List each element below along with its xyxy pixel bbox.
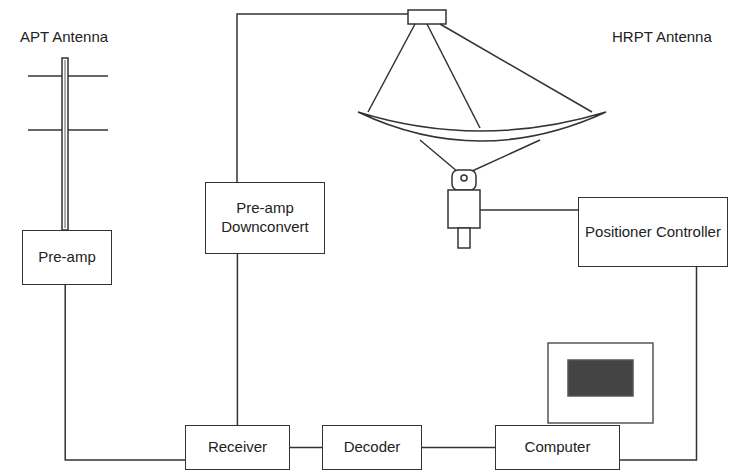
signal-line <box>620 267 697 460</box>
hrpt-antenna <box>358 10 606 248</box>
mount-head <box>452 170 476 190</box>
mount-post <box>458 228 470 248</box>
decoder-box: Decoder <box>322 425 422 470</box>
feed-horn <box>408 10 446 24</box>
box-label: Computer <box>525 438 591 457</box>
computer-box: Computer <box>495 425 620 470</box>
downconverter-box: Pre-amp Downconvert <box>205 182 325 254</box>
signal-line-path <box>65 285 185 460</box>
signal-line <box>422 447 495 448</box>
box-label: Pre-amp <box>38 248 96 267</box>
dish-support <box>470 140 540 172</box>
signal-line-path <box>237 254 239 425</box>
controller-box: Positioner Controller <box>578 197 728 267</box>
wires <box>237 14 640 210</box>
apt-antenna <box>28 58 108 230</box>
computer-monitor <box>548 343 653 423</box>
signal-line <box>290 447 322 448</box>
dish-reflector <box>358 112 606 141</box>
feed-strut <box>427 24 480 128</box>
box-label: Positioner Controller <box>585 223 721 242</box>
mount-body <box>448 190 480 228</box>
amplifier-box: Pre-amp <box>22 230 112 285</box>
feed-strut <box>368 24 415 112</box>
signal-line-path <box>290 447 322 449</box>
feed-cable <box>237 14 408 182</box>
monitor-frame <box>548 343 653 423</box>
box-label: Receiver <box>208 438 267 457</box>
antenna-label: APT Antenna <box>20 28 108 45</box>
receiver-box: Receiver <box>185 425 290 470</box>
mount-pivot <box>461 175 467 181</box>
signal-line <box>65 285 185 460</box>
dish-support <box>420 140 458 172</box>
box-label: Decoder <box>344 438 401 457</box>
antenna-mast-line <box>65 60 66 228</box>
signal-line <box>237 254 238 425</box>
box-label: Pre-amp Downconvert <box>212 199 318 237</box>
monitor-screen <box>568 360 633 396</box>
signal-line-path <box>422 447 495 449</box>
antenna-mast <box>62 58 68 230</box>
feed-strut <box>440 24 592 112</box>
antenna-label: HRPT Antenna <box>612 28 712 45</box>
signal-line-path <box>620 267 697 460</box>
